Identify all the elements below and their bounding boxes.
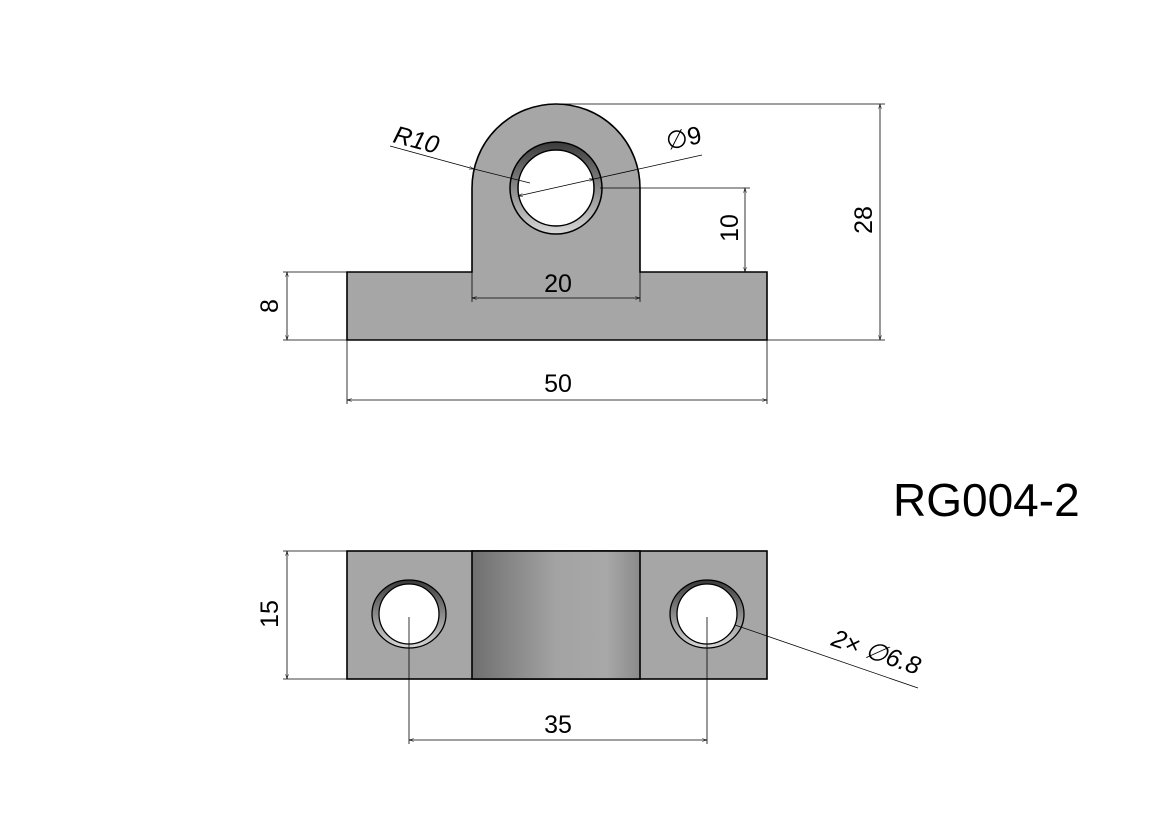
- part-number: RG004-2: [893, 474, 1080, 526]
- dim-ear-width: 20: [544, 270, 572, 298]
- cylinder-section: [471, 550, 641, 680]
- dim-hole-spacing: 35: [544, 711, 572, 739]
- dim-ear-radius: R10: [390, 121, 442, 160]
- dim-hole-center-height: 10: [716, 214, 744, 242]
- dim-total-height: 28: [850, 206, 878, 234]
- hole: [517, 149, 595, 227]
- dim-mount-holes: 2× ∅6.8: [827, 624, 924, 681]
- front-view: 8 50 20 10 28 R10 ∅9: [256, 103, 885, 404]
- dim-hole-diameter: ∅9: [663, 121, 704, 156]
- dim-depth: 15: [256, 600, 284, 628]
- top-view: 15 35 2× ∅6.8: [256, 550, 924, 744]
- dim-base-width: 50: [544, 370, 572, 398]
- dim-base-height: 8: [256, 299, 284, 313]
